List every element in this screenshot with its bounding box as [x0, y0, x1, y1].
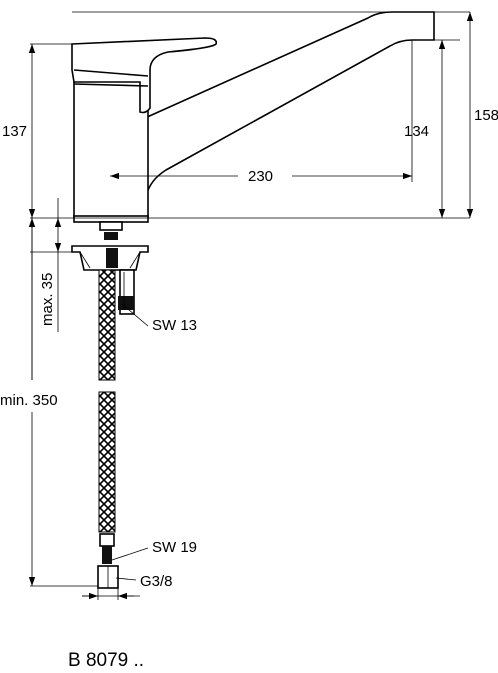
label-body-height: 137	[2, 123, 27, 140]
hose-lower	[98, 391, 116, 533]
hose-upper	[98, 269, 116, 381]
spout	[144, 11, 435, 197]
label-thread-size: G3/8	[140, 573, 173, 590]
braided-hose	[97, 269, 119, 589]
leader-sw13	[121, 303, 149, 327]
label-hose-length: min. 350	[0, 392, 58, 409]
mounting-assembly	[71, 221, 149, 315]
base-plate	[73, 215, 149, 223]
product-code: B 8079 ..	[68, 650, 144, 671]
leader-sw19	[111, 547, 149, 561]
label-total-height: 158	[474, 107, 498, 124]
label-mount-thickness: max. 35	[39, 273, 56, 326]
faucet-cylinder	[73, 79, 149, 219]
label-wrench-sw13: SW 13	[152, 317, 197, 334]
label-spout-height: 134	[404, 123, 429, 140]
label-wrench-sw19: SW 19	[152, 539, 197, 556]
leader-thread	[115, 577, 137, 581]
faucet-body	[71, 11, 435, 223]
label-spout-reach: 230	[248, 168, 273, 185]
